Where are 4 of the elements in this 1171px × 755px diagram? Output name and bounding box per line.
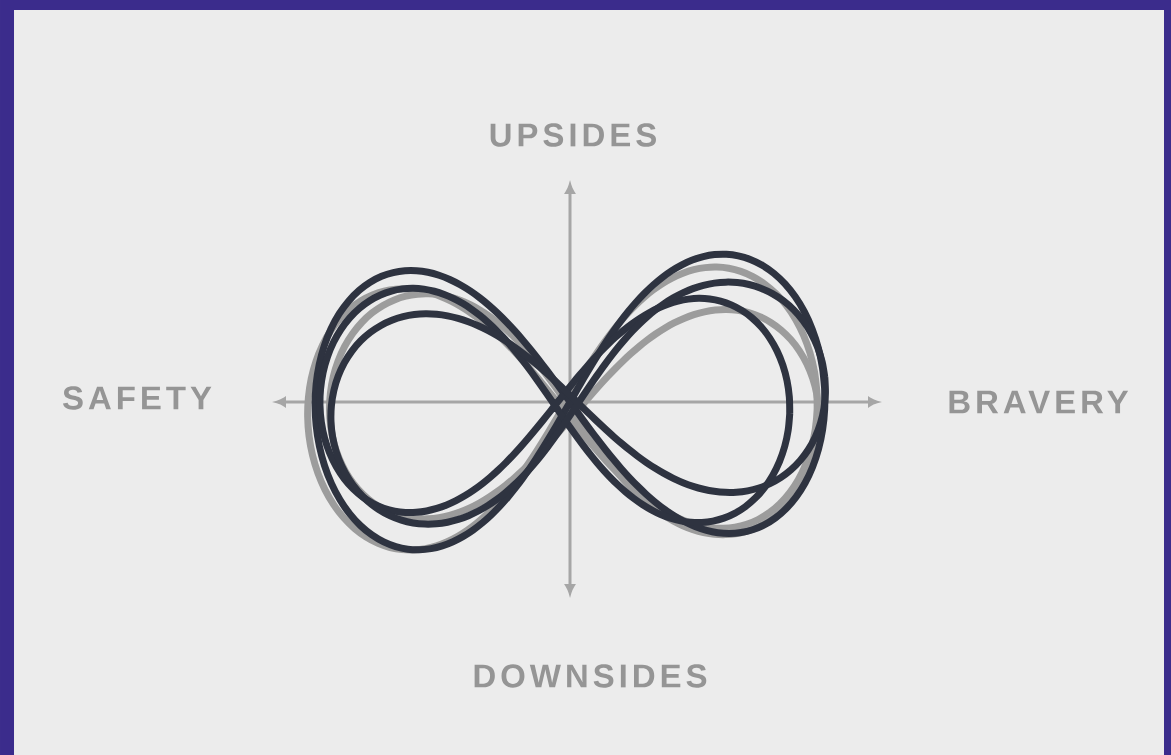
axis-label: DOWNSIDES: [474, 664, 707, 688]
axis-label: BRAVERY: [949, 390, 1129, 414]
axis-label: UPSIDES: [490, 123, 656, 147]
axis-label: SAFETY: [63, 386, 212, 410]
